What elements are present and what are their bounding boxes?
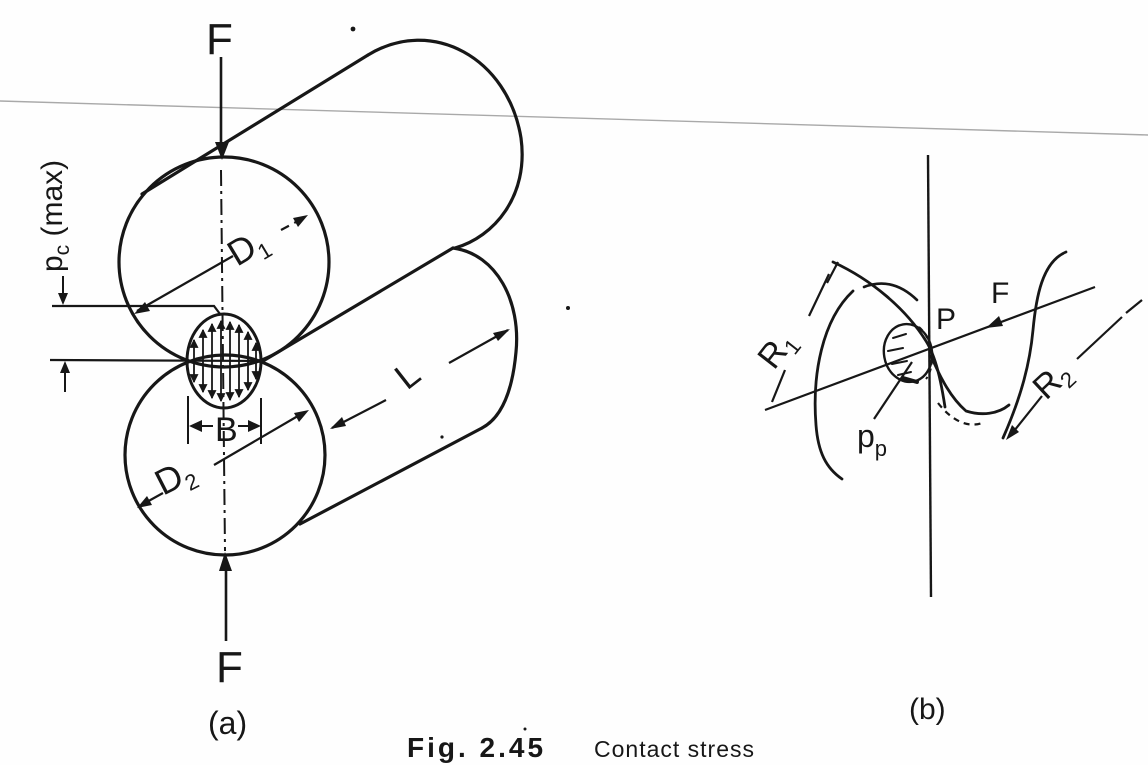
r1-line-lower <box>770 369 787 403</box>
left-tooth-tip-arc <box>862 282 919 302</box>
panel-b-curved-surfaces: P F R1 R2 pp (b) <box>750 154 1143 726</box>
label-force-bottom: F <box>216 643 243 692</box>
pc-max-dimension <box>52 276 221 392</box>
caption-figure-number: Fig. 2.45 <box>407 732 546 763</box>
l-dimension <box>330 329 510 429</box>
label-pp: pp <box>857 418 887 461</box>
figure-caption: Fig. 2.45 Contact stress <box>407 732 755 763</box>
b-dimension <box>187 396 262 444</box>
r2-line-dash <box>1125 299 1143 314</box>
cylinder-1-top-generator <box>140 53 370 196</box>
cylinder-2-top-generator <box>261 246 455 363</box>
d1-dimension <box>134 215 308 314</box>
d1-line-upper <box>280 221 297 231</box>
scan-specks <box>350 26 570 731</box>
d1-arrow-upper <box>293 215 308 227</box>
label-l: L <box>387 353 428 398</box>
label-panel-b: (b) <box>909 693 946 726</box>
d2-dimension <box>137 410 309 508</box>
label-d2: D2 <box>148 449 203 507</box>
force-arrow-top <box>215 57 229 160</box>
contact-pressure-spot <box>882 322 934 384</box>
b-arrow-left-head <box>189 420 202 432</box>
label-r2: R2 <box>1026 354 1082 410</box>
b-arrow-right-head <box>248 420 261 432</box>
force-arrow-b-head <box>986 316 1003 328</box>
d2-line-upper <box>213 412 304 466</box>
label-contact-point-p: P <box>936 303 956 336</box>
force-arrow-top-head <box>215 142 229 160</box>
label-pc-max: pc (max) <box>36 160 74 272</box>
common-normal-line <box>926 154 933 598</box>
label-panel-a: (a) <box>208 705 247 741</box>
label-b: B <box>215 411 238 449</box>
label-force-top: F <box>206 15 233 64</box>
pressure-spot-dashed-edge <box>918 326 933 380</box>
caption-figure-title: Contact stress <box>594 736 755 762</box>
r2-line-upper <box>1076 316 1123 360</box>
label-force-b: F <box>991 277 1009 310</box>
d1-arrow-lower <box>134 302 150 314</box>
pp-leader-line <box>873 361 913 420</box>
cylinder-1-end-cap <box>366 38 524 250</box>
pc-max-leader-top <box>52 304 221 315</box>
force-arrow-bottom-head <box>219 552 232 571</box>
r2-radius-line <box>1006 299 1143 440</box>
right-tooth-flank-hidden <box>937 402 983 426</box>
force-arrow-bottom <box>219 552 232 641</box>
r2-arrow-head <box>1006 425 1019 440</box>
pc-max-arrow-bottom-head <box>60 361 70 373</box>
left-tooth-flank <box>831 260 947 409</box>
l-arrow-lower <box>330 417 346 429</box>
l-arrow-upper <box>493 329 510 341</box>
center-line <box>220 169 226 552</box>
d1-line-lower <box>136 255 234 312</box>
r1-tick <box>826 261 839 284</box>
left-tooth-body <box>813 289 855 481</box>
r1-line-upper <box>808 273 830 317</box>
cylinder-2-end-cap <box>451 246 519 430</box>
contact-plane-line <box>49 358 264 363</box>
scan-artifact-line <box>0 100 1148 136</box>
d2-arrow-upper <box>294 410 309 422</box>
right-tooth-flank <box>929 354 1011 416</box>
cylinder-2-bottom-generator <box>298 426 484 526</box>
r2-line-lower <box>1013 395 1043 432</box>
panel-a-two-cylinders: F F pc (max) D1 D2 B L (a) <box>36 15 524 741</box>
label-d1: D1 <box>220 219 276 278</box>
right-tooth-body <box>1001 250 1068 440</box>
pc-max-arrow-top-head <box>58 293 68 305</box>
d2-arrow-lower <box>137 496 152 508</box>
r1-radius-line <box>770 261 839 403</box>
label-r1: R1 <box>750 324 806 379</box>
